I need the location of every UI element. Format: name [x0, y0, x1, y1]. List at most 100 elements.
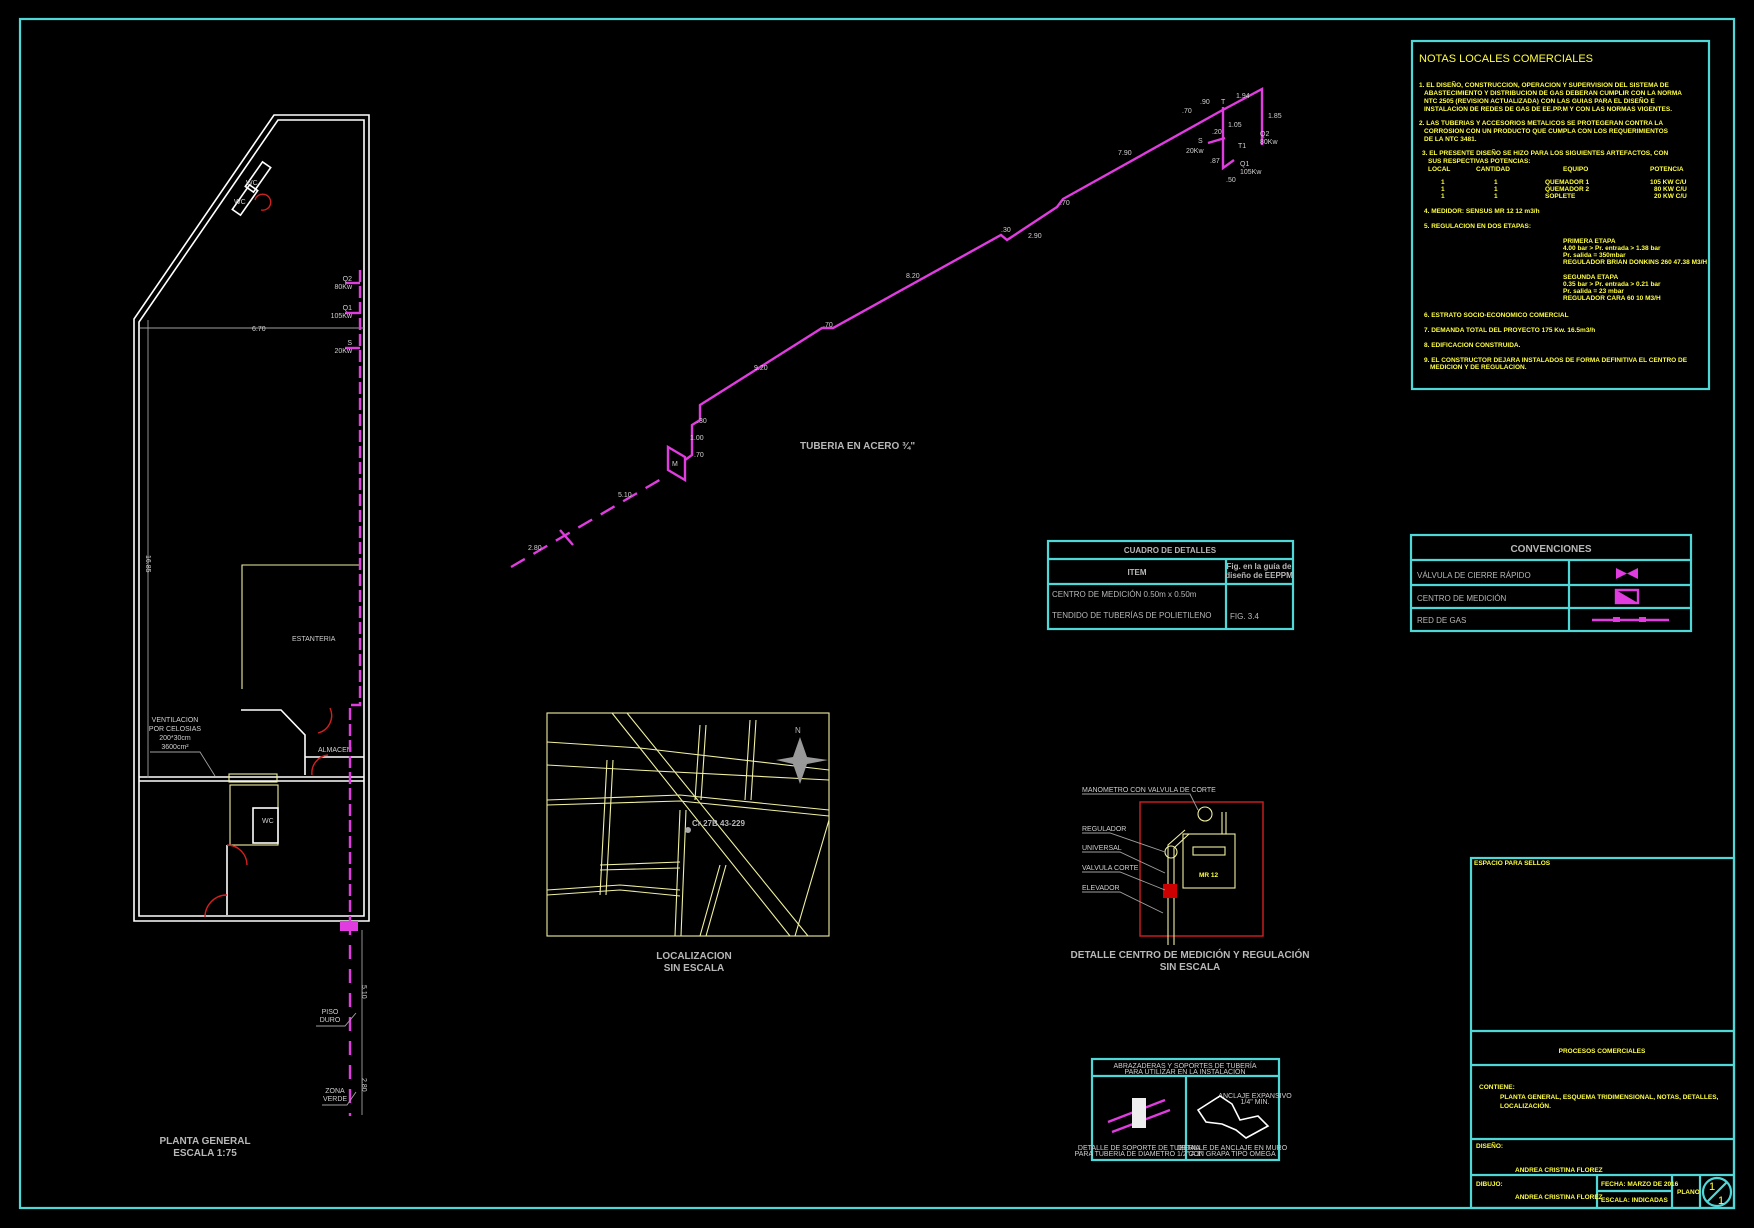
svg-text:.50: .50 [1226, 177, 1236, 184]
svg-text:20Kw: 20Kw [1186, 148, 1204, 155]
svg-text:DETALLE DE SOPORTE DE TUBERIA: DETALLE DE SOPORTE DE TUBERIA [1078, 1145, 1200, 1152]
details-table: CUADRO DE DETALLES ITEM Fig. en la guía … [1046, 539, 1295, 631]
svg-text:.70: .70 [1182, 108, 1192, 115]
ventilation-label: VENTILACION POR CELOSIAS 200*30cm 3600cm… [149, 717, 201, 751]
svg-text:.20: .20 [1212, 129, 1222, 136]
svg-text:.70: .70 [694, 452, 704, 459]
gas-pipe-branch-s [1207, 136, 1226, 145]
notes-title: NOTAS LOCALES COMERCIALES [1419, 53, 1593, 65]
svg-text:.70: .70 [823, 322, 833, 329]
notes-body: 1. EL DISEÑO, CONSTRUCCION, OPERACION Y … [1419, 80, 1707, 371]
shelving-outline [241, 564, 360, 689]
svg-text:POTENCIA: POTENCIA [1650, 166, 1684, 173]
svg-text:Q1: Q1 [1240, 161, 1249, 168]
manometer-icon [1197, 806, 1213, 822]
svg-text:T: T [1221, 99, 1226, 106]
meter-box-icon [340, 921, 358, 931]
wc-label: WC [246, 180, 258, 187]
svg-text:S: S [1198, 138, 1203, 145]
svg-text:CON GRAPA TIPO OMEGA: CON GRAPA TIPO OMEGA [1188, 1151, 1276, 1158]
project-title: PROCESOS COMERCIALES [1559, 1048, 1646, 1055]
svg-text:PARA TUBERIA DE DIAMETRO 1/2": PARA TUBERIA DE DIAMETRO 1/2" A 1" [1075, 1151, 1204, 1158]
svg-text:SEGUNDA ETAPA: SEGUNDA ETAPA [1563, 274, 1618, 281]
svg-text:1.00: 1.00 [690, 435, 704, 442]
svg-text:REGULADOR BRIAN DONKINS 260 47: REGULADOR BRIAN DONKINS 260 47.38 M3/H [1563, 259, 1707, 266]
svg-text:ELEVADOR: ELEVADOR [1082, 885, 1120, 892]
details-col-fig: diseño de EEPPM [1225, 571, 1293, 580]
location-map: N Cr 27B 43-229 LOCALIZACION SIN ESCALA [546, 712, 830, 974]
scale-label: ESCALA: INDICADAS [1601, 1197, 1668, 1204]
svg-text:1.85: 1.85 [1268, 113, 1282, 120]
svg-text:2.80: 2.80 [528, 545, 542, 552]
svg-text:1. EL DISEÑO, CONSTRUCCION, OP: 1. EL DISEÑO, CONSTRUCCION, OPERACION Y … [1419, 80, 1669, 89]
svg-text:ZONA: ZONA [325, 1088, 345, 1095]
floor-plan-title: PLANTA GENERAL [159, 1136, 250, 1147]
staircase [229, 784, 279, 846]
wc-label: WC [234, 199, 246, 206]
svg-text:20Kw: 20Kw [334, 348, 352, 355]
design-label: DISEÑO: [1476, 1141, 1503, 1150]
svg-text:2. LAS TUBERIAS Y ACCESORIOS M: 2. LAS TUBERIAS Y ACCESORIOS METALICOS S… [1419, 120, 1663, 127]
location-scale: SIN ESCALA [664, 963, 725, 974]
sheet-border [18, 17, 1736, 1210]
details-row-fig: FIG. 3.4 [1230, 612, 1259, 621]
gas-line-icon [1592, 617, 1669, 622]
svg-text:UNIVERSAL: UNIVERSAL [1082, 845, 1122, 852]
gas-pipe-riser [684, 86, 1264, 461]
meter-detail-title: DETALLE CENTRO DE MEDICIÓN Y REGULACIÓN [1071, 948, 1310, 961]
outer-wall [133, 114, 370, 922]
sheet-number: 1 [1709, 1181, 1715, 1193]
svg-text:ANCLAJE EXPANSIVO: ANCLAJE EXPANSIVO [1218, 1093, 1292, 1100]
stamps-label: ESPACIO PARA SELLOS [1474, 860, 1551, 867]
svg-text:5. REGULACION EN DOS ETAPAS:: 5. REGULACION EN DOS ETAPAS: [1424, 223, 1531, 230]
svg-text:80Kw: 80Kw [1260, 139, 1278, 146]
dim-ext1: 5.10 [360, 985, 367, 999]
svg-text:105Kw: 105Kw [1240, 169, 1262, 176]
site-marker-icon [685, 827, 691, 833]
svg-text:105Kw: 105Kw [331, 313, 353, 320]
interior-wall [241, 709, 306, 775]
svg-text:LOCAL: LOCAL [1428, 166, 1450, 173]
svg-text:VERDE: VERDE [323, 1096, 347, 1103]
svg-text:SOPLETE: SOPLETE [1545, 193, 1576, 200]
svg-text:POR CELOSIAS: POR CELOSIAS [149, 726, 201, 733]
svg-text:3. EL PRESENTE DISEÑO SE HIZO: 3. EL PRESENTE DISEÑO SE HIZO PARA LOS S… [1422, 148, 1668, 157]
svg-text:105 KW C/U: 105 KW C/U [1650, 179, 1687, 186]
svg-text:7. DEMANDA TOTAL DEL PROYECTO: 7. DEMANDA TOTAL DEL PROYECTO 175 Kw. 16… [1424, 327, 1595, 334]
svg-text:ABRAZADERAS Y SOPORTES DE TUBE: ABRAZADERAS Y SOPORTES DE TUBERÍA [1113, 1061, 1256, 1070]
wc-room [252, 807, 279, 844]
drawing-label: DIBUJO: [1476, 1181, 1503, 1188]
svg-text:7.90: 7.90 [1118, 150, 1132, 157]
svg-text:DURO: DURO [320, 1017, 341, 1024]
storage-label: ALMACEN [318, 747, 352, 754]
svg-text:1: 1 [1494, 179, 1498, 186]
svg-text:1: 1 [1494, 193, 1498, 200]
svg-text:1: 1 [1441, 193, 1445, 200]
svg-text:MEDICION Y DE REGULACION.: MEDICION Y DE REGULACION. [1430, 364, 1527, 371]
svg-text:VALVULA CORTE: VALVULA CORTE [1082, 865, 1139, 872]
wall-anchor-icon [1196, 1095, 1270, 1139]
svg-text:S: S [347, 340, 352, 347]
meter-detail: MR 12 MANOMETRO CON VALVULA DE CORTE REG… [1071, 787, 1310, 973]
meter-label: M [672, 461, 678, 468]
svg-text:PISO: PISO [322, 1009, 339, 1016]
svg-text:80Kw: 80Kw [334, 284, 352, 291]
svg-text:Q2: Q2 [1260, 131, 1269, 138]
svg-text:CORROSION CON UN PRODUCTO QUE: CORROSION CON UN PRODUCTO QUE CUMPLA CON… [1424, 128, 1669, 135]
street-lines [546, 712, 830, 937]
svg-text:9.20: 9.20 [754, 365, 768, 372]
notes-panel: NOTAS LOCALES COMERCIALES 1. EL DISEÑO, … [1410, 39, 1711, 391]
details-title: CUADRO DE DETALLES [1124, 546, 1217, 555]
svg-text:8.20: 8.20 [906, 273, 920, 280]
shelving-label: ESTANTERIA [292, 636, 336, 643]
inner-wall [138, 119, 365, 917]
svg-text:ABASTECIMIENTO Y DISTRIBUCION: ABASTECIMIENTO Y DISTRIBUCION DE GAS DEB… [1424, 90, 1682, 97]
details-col-item: ITEM [1127, 568, 1146, 577]
north-arrow-icon [776, 737, 828, 784]
svg-text:.90: .90 [1200, 99, 1210, 106]
